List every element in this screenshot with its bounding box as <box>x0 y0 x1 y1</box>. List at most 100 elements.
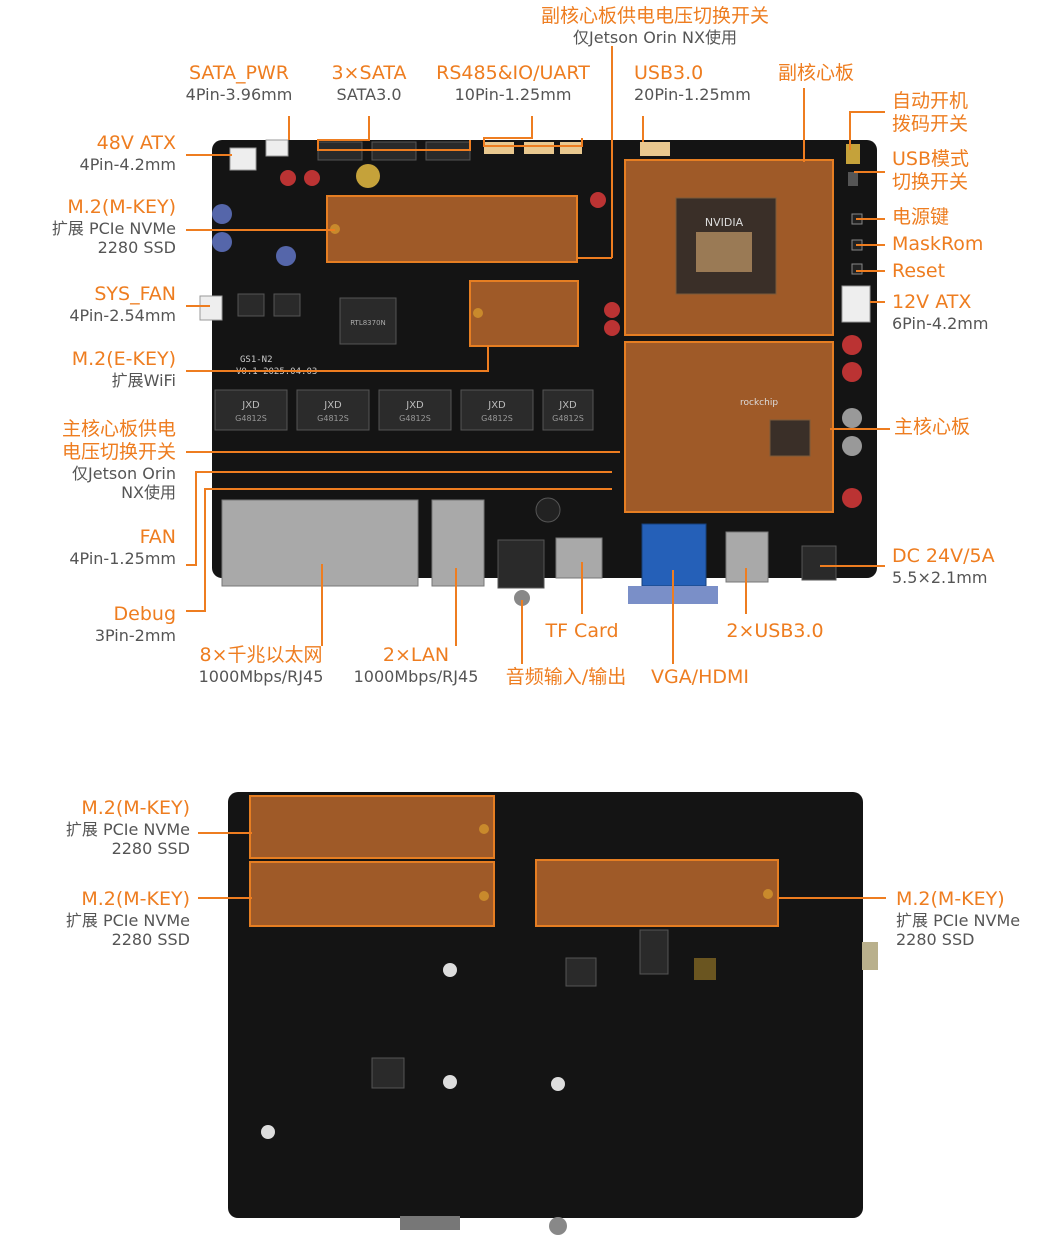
capacitor <box>590 192 606 208</box>
label-sub: 20Pin-1.25mm <box>634 84 751 104</box>
coin-battery <box>356 164 380 188</box>
dc-jack <box>801 545 837 581</box>
label-sub: 仅Jetson Orin NX使用 <box>573 27 737 47</box>
label-title: M.2(M-KEY) <box>67 196 176 218</box>
rj45-2port <box>431 499 485 587</box>
label-title: 12V ATX <box>892 291 972 313</box>
magnetic-label: JXD <box>487 400 506 411</box>
label-title: 切换开关 <box>892 170 969 193</box>
label-sub: 2280 SSD <box>97 237 176 257</box>
label-usb30: USB3.0 20Pin-1.25mm <box>634 62 751 104</box>
label-sub: 3Pin-2mm <box>94 625 176 645</box>
label-sub: 扩展 PCIe NVMe <box>65 819 190 839</box>
label-title: RS485&IO/UART <box>436 62 590 84</box>
rs485-connector-2 <box>524 142 554 154</box>
magnetic-label: JXD <box>323 400 342 411</box>
switch-chip <box>339 297 397 345</box>
nvidia-label: NVIDIA <box>705 216 744 229</box>
label-title: 拨码开关 <box>892 112 969 135</box>
ic-chip <box>273 293 301 317</box>
vice-soc-die <box>696 232 752 272</box>
capacitor <box>212 204 232 224</box>
label-atx12: 12V ATX 6Pin-4.2mm <box>892 291 988 333</box>
label-sub: 1000Mbps/RJ45 <box>353 666 479 686</box>
capacitor <box>304 170 320 186</box>
line-sata <box>317 116 471 151</box>
dip-switch <box>846 144 860 164</box>
label-sub: 6Pin-4.2mm <box>892 313 989 333</box>
label-sub: 扩展WiFi <box>111 370 176 390</box>
m2-screw <box>479 891 489 901</box>
label-title: 48V ATX <box>96 132 176 154</box>
label-sub: 2280 SSD <box>896 929 975 949</box>
label-title: M.2(E-KEY) <box>71 348 176 370</box>
label-title: 自动开机 <box>892 90 969 112</box>
label-auto-power: 自动开机 拨码开关 <box>892 90 968 136</box>
label-usb-mode: USB模式 切换开关 <box>892 148 969 194</box>
label-sub: 2280 SSD <box>111 838 190 858</box>
back-vga-edge <box>400 1216 460 1230</box>
capacitor <box>604 320 620 336</box>
label-back-m2-c: M.2(M-KEY) 扩展 PCIe NVMe 2280 SSD <box>896 888 1020 949</box>
label-vga: VGA/HDMI <box>630 666 770 689</box>
capacitor <box>276 246 296 266</box>
mount-hole <box>551 1077 565 1091</box>
label-debug: Debug 3Pin-2mm <box>0 603 176 645</box>
label-title: TF Card <box>545 620 619 642</box>
front-board: RTL8370N GS1-N2 V0.1 2025.04.03 JXD JXD … <box>199 139 877 606</box>
label-m2m: M.2(M-KEY) 扩展 PCIe NVMe 2280 SSD <box>0 196 176 257</box>
sata-pwr-connector <box>265 139 289 157</box>
label-title: 副核心板 <box>778 62 855 84</box>
label-rs485: RS485&IO/UART 10Pin-1.25mm <box>428 62 598 104</box>
back-part <box>694 958 716 980</box>
capacitor <box>842 335 862 355</box>
line-rs485 <box>483 116 583 147</box>
label-sub: NX使用 <box>121 482 176 502</box>
rockchip-label: rockchip <box>740 398 778 408</box>
label-title: 3×SATA <box>331 62 407 84</box>
label-title: 8×千兆以太网 <box>199 644 323 666</box>
label-gbe: 8×千兆以太网 1000Mbps/RJ45 <box>186 644 336 686</box>
label-m2e: M.2(E-KEY) 扩展WiFi <box>0 348 176 390</box>
label-maskrom: MaskRom <box>892 233 983 256</box>
label-title: USB模式 <box>892 148 970 170</box>
label-sub: 1000Mbps/RJ45 <box>198 666 324 686</box>
label-sub: 5.5×2.1mm <box>892 567 988 587</box>
label-title: M.2(M-KEY) <box>896 888 1005 910</box>
magnetics-row: JXD JXD JXD JXD JXD G4812S G4812S G4812S… <box>214 389 594 431</box>
label-title: USB3.0 <box>634 62 704 84</box>
label-title: VGA/HDMI <box>650 666 750 688</box>
label-sub: 4Pin-2.54mm <box>69 305 176 325</box>
label-usb2x: 2×USB3.0 <box>700 620 850 643</box>
atx12-connector <box>841 285 871 323</box>
atx48-connector <box>229 147 257 171</box>
label-tf: TF Card <box>532 620 632 643</box>
capacitor <box>842 362 862 382</box>
magnetic-code: G4812S <box>481 414 513 423</box>
back-leader-lines <box>198 832 886 899</box>
label-sub: 2280 SSD <box>111 929 190 949</box>
label-atx48: 48V ATX 4Pin-4.2mm <box>0 132 176 174</box>
m2-mkey-slot-front <box>326 195 578 263</box>
label-back-m2-a: M.2(M-KEY) 扩展 PCIe NVMe 2280 SSD <box>0 797 190 858</box>
line-auto-power <box>849 111 885 150</box>
magnetic-label: JXD <box>558 400 577 411</box>
label-sub: 10Pin-1.25mm <box>454 84 572 104</box>
magnetic-label: JXD <box>405 400 424 411</box>
label-sub: 扩展 PCIe NVMe <box>65 910 190 930</box>
rj45-8port <box>221 499 419 587</box>
back-audio-ring <box>549 1217 567 1235</box>
label-title: 电压切换开关 <box>61 440 176 463</box>
label-sub: 仅Jetson Orin <box>72 463 176 483</box>
label-fan: FAN 4Pin-1.25mm <box>0 526 176 568</box>
label-title: DC 24V/5A <box>892 545 995 567</box>
label-title: Reset <box>892 260 946 282</box>
label-main-board: 主核心板 <box>894 416 970 439</box>
line-debug <box>186 488 612 612</box>
magnetic-label: JXD <box>241 400 260 411</box>
usb-mode-switch <box>848 172 858 186</box>
m2-back-slot-b <box>249 861 495 927</box>
label-title: M.2(M-KEY) <box>81 797 190 819</box>
magnetic-code: G4812S <box>399 414 431 423</box>
ic-chip <box>237 293 265 317</box>
